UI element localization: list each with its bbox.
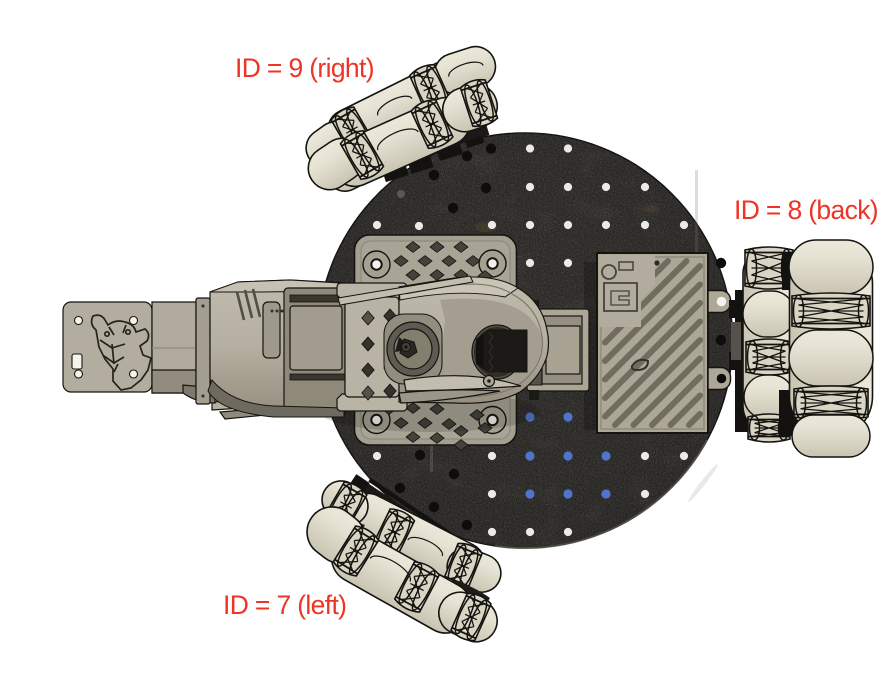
svg-text:ID = 9 (right): ID = 9 (right) — [235, 53, 374, 83]
svg-text:ID = 7 (left): ID = 7 (left) — [223, 590, 346, 620]
svg-text:ID = 8 (back): ID = 8 (back) — [734, 195, 878, 225]
